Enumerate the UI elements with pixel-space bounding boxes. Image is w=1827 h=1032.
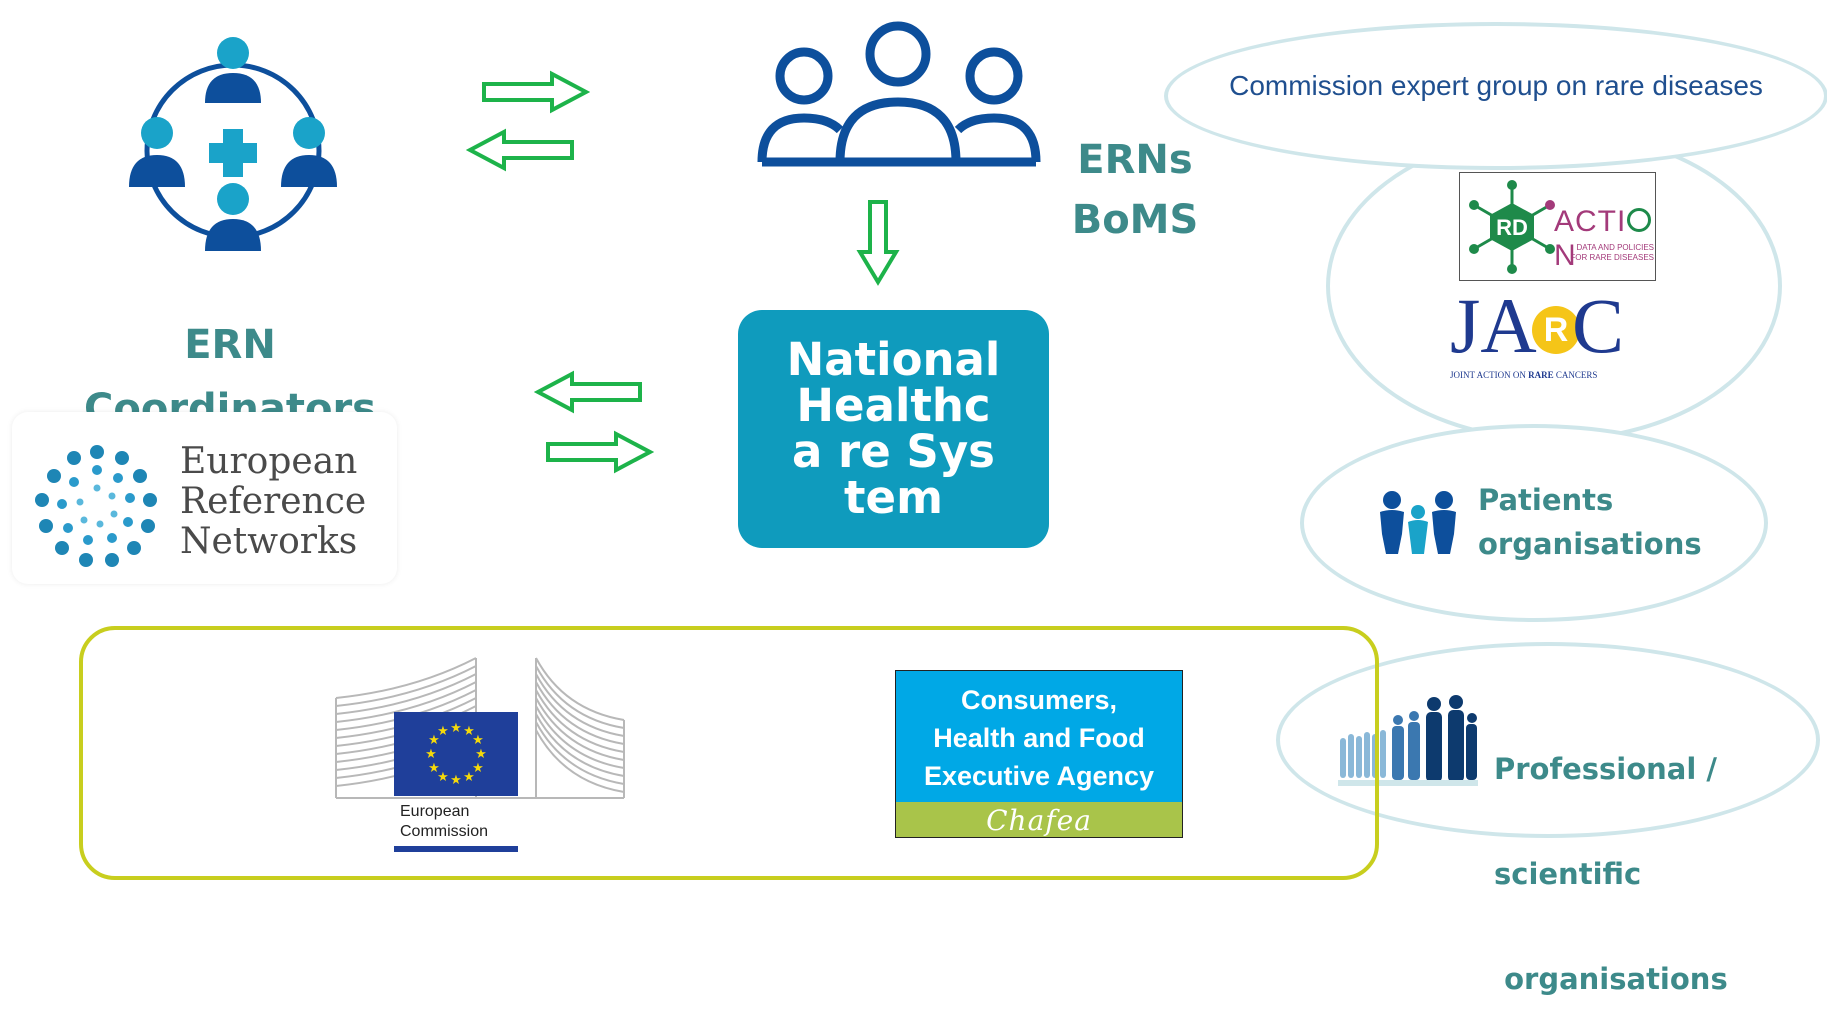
ern-network-icon <box>129 37 337 251</box>
jarc-sub-bold: RARE <box>1528 370 1554 380</box>
professional-line3: organisations <box>1494 962 1728 996</box>
professional-organisations-label: Professional / scientific organisations <box>1494 682 1728 1032</box>
rd-action-molecule-icon: RD <box>1469 180 1555 274</box>
arrow-right-mid <box>546 430 654 474</box>
svg-text:★: ★ <box>463 724 475 739</box>
people-group-icon <box>757 21 1041 167</box>
rd-text: RD <box>1496 215 1528 240</box>
svg-text:★: ★ <box>425 747 437 762</box>
svg-text:★: ★ <box>450 773 462 788</box>
jarc-c: C <box>1572 282 1625 369</box>
svg-text:★: ★ <box>437 724 449 739</box>
svg-text:★: ★ <box>450 721 462 736</box>
chafea-line3: Executive Agency <box>923 761 1155 791</box>
national-healthcare-system-box: National Healthca re System <box>738 310 1049 548</box>
svg-text:★: ★ <box>428 733 440 748</box>
chafea-name: Chafea <box>896 802 1182 837</box>
patients-people-icon <box>1380 491 1456 554</box>
jarc-r-circle: R <box>1532 306 1580 354</box>
erns-boms-label: ERNs BoMS <box>1060 130 1210 250</box>
eu-bodies-box <box>79 626 1379 880</box>
nhs-text: National Healthca re System <box>786 333 1001 524</box>
arrow-down <box>856 200 900 286</box>
ec-line2: Commission <box>400 823 489 840</box>
svg-text:★: ★ <box>463 770 475 785</box>
jarc-logo: JA R C JOINT ACTION ON RARE CANCERS <box>1448 286 1644 384</box>
rd-action-sub2: FOR RARE DISEASES <box>1570 253 1654 262</box>
patients-line1: Patients <box>1478 483 1614 517</box>
rd-action-logo: RD ACTIN DATA AND POLICIES FOR RARE DISE… <box>1459 172 1656 281</box>
jarc-sub-suffix: CANCERS <box>1553 370 1598 380</box>
rd-action-sub1: DATA AND POLICIES <box>1576 243 1654 252</box>
arrow-left-mid <box>534 370 642 414</box>
svg-text:★: ★ <box>475 747 487 762</box>
professional-line1: Professional / <box>1494 752 1717 786</box>
rd-action-o-icon <box>1627 208 1652 232</box>
svg-text:★: ★ <box>428 761 440 776</box>
erp-line2: Reference <box>180 481 367 522</box>
erp-logo: European Reference Networks <box>12 412 397 584</box>
european-commission-logo: ★★★ ★★★ ★★★ ★★★ European Commission <box>334 650 626 860</box>
svg-text:★: ★ <box>472 761 484 776</box>
erp-line3: Networks <box>180 521 358 562</box>
boms-label: BoMS <box>1071 197 1199 243</box>
patients-organisations-ellipse <box>1300 424 1768 622</box>
erns-label: ERNs <box>1077 137 1193 183</box>
patients-organisations-label: Patients organisations <box>1478 478 1702 566</box>
arrow-right-top <box>482 70 590 114</box>
arrow-left-top <box>466 128 574 172</box>
ec-line1: European <box>400 803 470 820</box>
svg-text:★: ★ <box>437 770 449 785</box>
commission-expert-group-ellipse <box>1164 22 1827 170</box>
chafea-line1: Consumers, <box>960 685 1118 715</box>
jarc-a: A <box>1480 282 1537 369</box>
svg-text:★: ★ <box>472 733 484 748</box>
professional-line2: scientific <box>1494 857 1642 891</box>
erp-dots-icon <box>35 445 157 567</box>
erp-line1: European <box>180 441 358 482</box>
jarc-j: J <box>1450 282 1481 369</box>
eu-flag-icon: ★★★ ★★★ ★★★ ★★★ <box>394 712 518 796</box>
chafea-logo: Consumers, Health and Food Executive Age… <box>895 670 1183 838</box>
commission-expert-group-text: Commission expert group on rare diseases <box>1229 70 1763 101</box>
jarc-sub-prefix: JOINT ACTION ON <box>1450 370 1529 380</box>
rd-action-word-end: N <box>1554 239 1577 272</box>
ern-label-line1: ERN <box>184 322 276 368</box>
ec-underline <box>394 846 518 852</box>
patients-line2: organisations <box>1478 527 1702 561</box>
rd-action-word: ACTI <box>1554 205 1627 238</box>
chafea-line2: Health and Food <box>933 723 1145 753</box>
jarc-r: R <box>1543 311 1569 349</box>
